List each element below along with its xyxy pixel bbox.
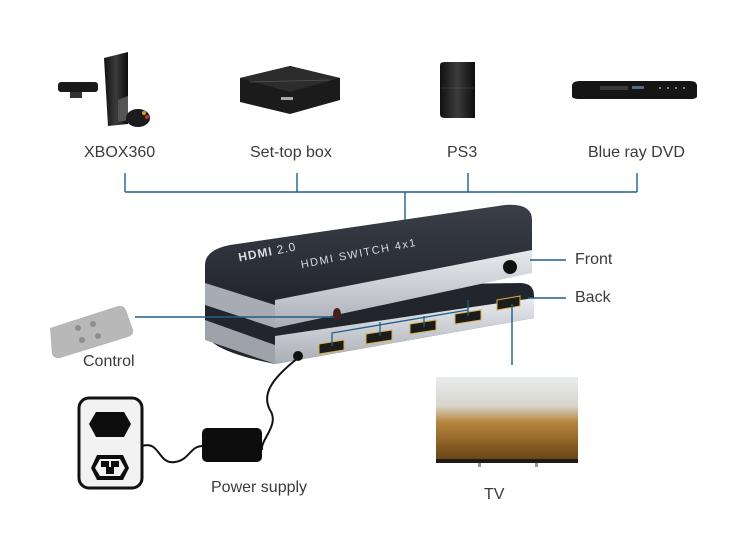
source-label-ps3: PS3 <box>447 144 478 161</box>
back-label: Back <box>575 289 611 306</box>
power-supply-label: Power supply <box>211 479 308 496</box>
source-label-set-top-box: Set-top box <box>250 144 332 161</box>
blue-ray-dvd-image <box>572 81 697 99</box>
xbox360-image <box>58 52 150 127</box>
socket-cable <box>141 444 205 464</box>
source-label-xbox360: XBOX360 <box>84 144 156 161</box>
input-lines <box>331 300 469 346</box>
control-label: Control <box>83 353 135 370</box>
tv-label: TV <box>484 486 505 503</box>
dc-jack <box>293 351 303 361</box>
remote-control-image <box>50 305 134 359</box>
ps3-image <box>440 62 475 118</box>
set-top-box-image <box>240 66 340 114</box>
source-label-blue-ray-dvd: Blue ray DVD <box>588 144 685 161</box>
tv-image <box>436 377 578 467</box>
power-socket-icon <box>77 396 144 490</box>
front-label: Front <box>575 251 613 268</box>
hdmi-ports <box>318 295 521 355</box>
power-adapter <box>202 428 262 462</box>
power-cable <box>260 357 299 451</box>
callout-lines <box>135 259 566 365</box>
